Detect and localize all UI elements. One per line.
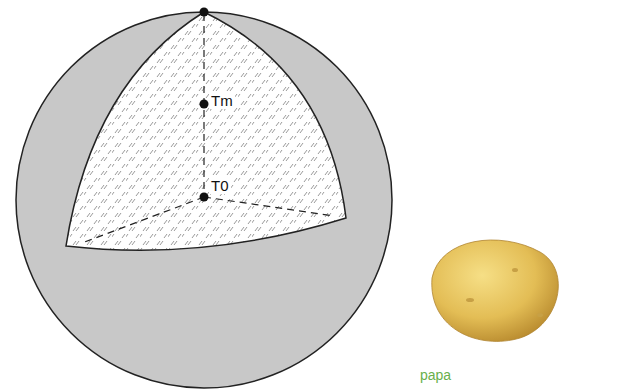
point-label: T0 — [209, 177, 231, 194]
cutaway — [66, 12, 346, 250]
caption-label: papa — [420, 368, 451, 382]
sphere — [16, 12, 392, 388]
potato-photo — [432, 240, 559, 341]
point-label: Tm — [209, 92, 235, 109]
